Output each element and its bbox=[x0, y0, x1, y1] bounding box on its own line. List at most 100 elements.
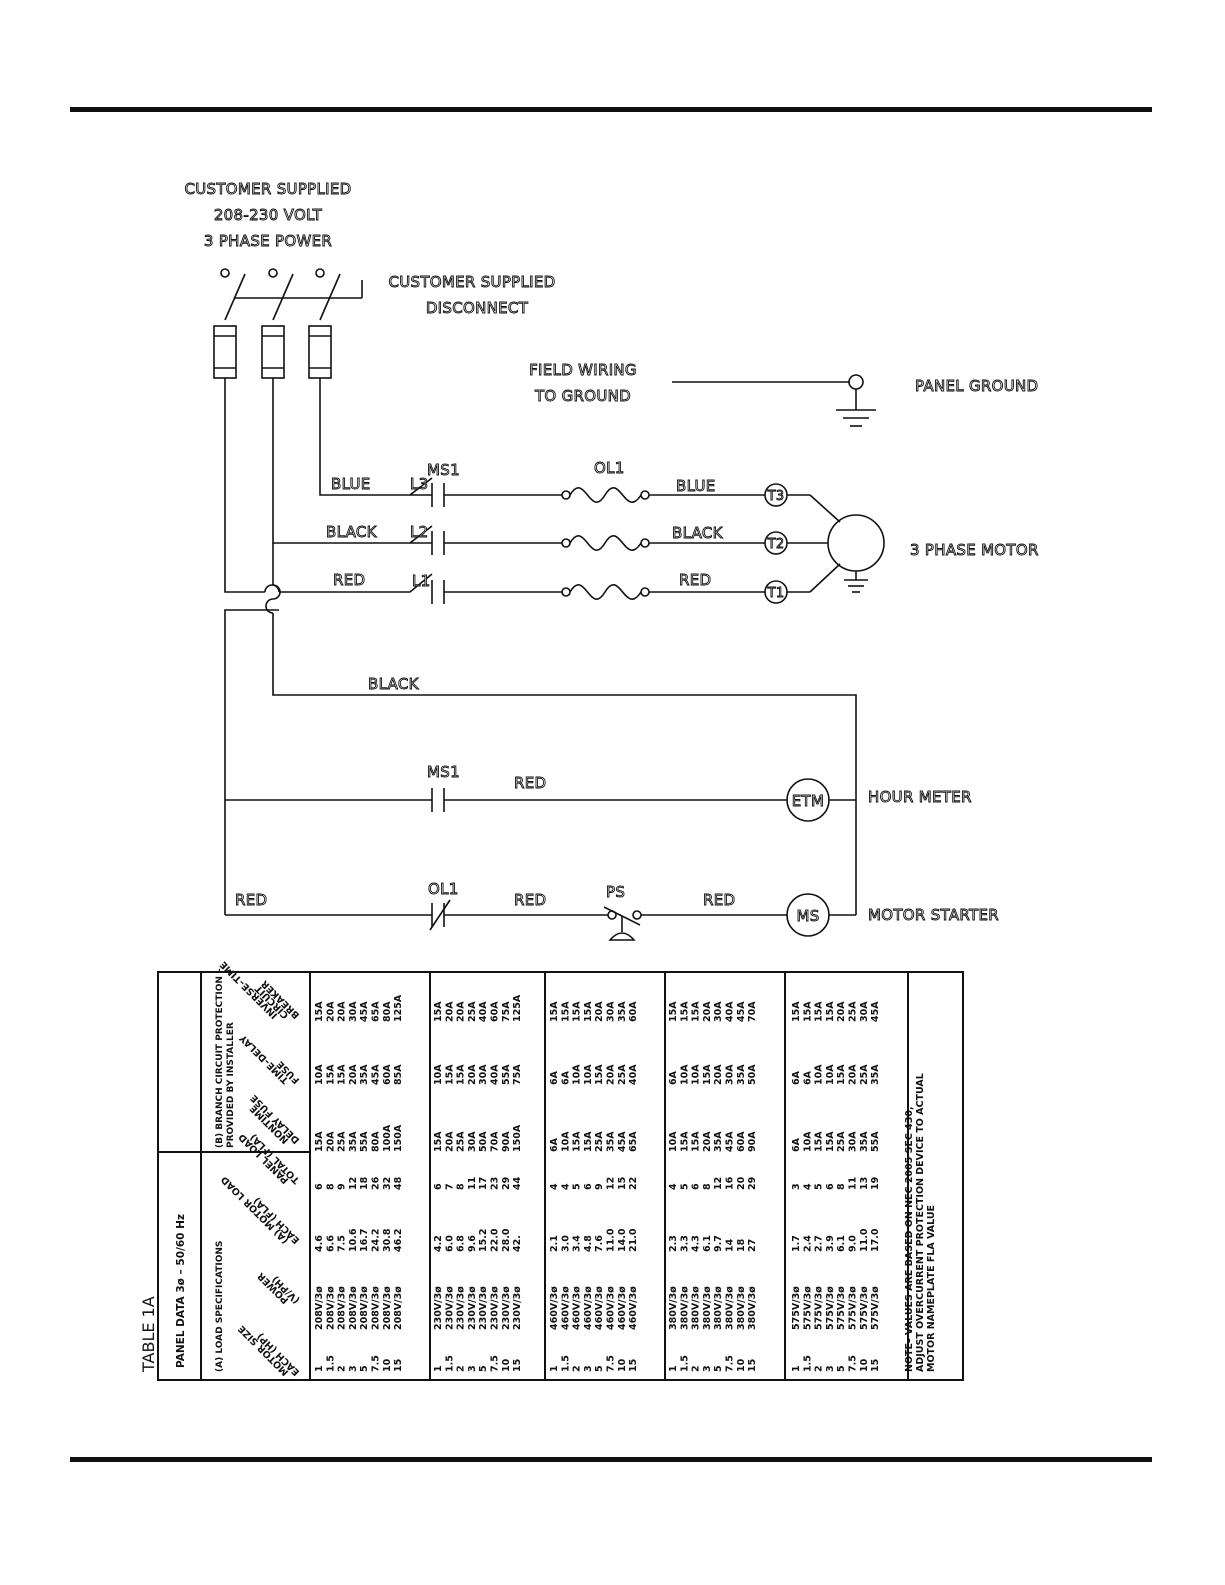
table-cell-timedelay: 10A bbox=[583, 1064, 594, 1085]
disconnect-switch bbox=[220, 268, 363, 321]
table-cell-timedelay: 10A bbox=[691, 1064, 702, 1085]
table-cell-panel_fla: 12 bbox=[606, 1177, 617, 1190]
table-cell-hp: 1 bbox=[433, 1365, 444, 1372]
disconnect-label-2: DISCONNECT bbox=[426, 299, 529, 317]
table-cell-power: 380V/3ø bbox=[725, 1286, 736, 1330]
table-cell-breaker: 75A bbox=[501, 1001, 512, 1022]
table-cell-power: 460V/3ø bbox=[572, 1286, 583, 1330]
wire-red-in: RED bbox=[333, 571, 365, 589]
wire-red-etm: RED bbox=[514, 774, 546, 792]
table-cell-motor_fla: 14 bbox=[725, 1238, 736, 1252]
table-cell-timedelay: 60A bbox=[382, 1064, 393, 1085]
table-cell-timedelay: 15A bbox=[594, 1064, 605, 1085]
table-cell-hp: 7.5 bbox=[725, 1355, 736, 1372]
panel-ground-label: PANEL GROUND bbox=[915, 377, 1038, 395]
table-cell-hp: 1.5 bbox=[444, 1355, 455, 1372]
table-cell-breaker: 15A bbox=[560, 1001, 571, 1022]
table-cell-panel_fla: 5 bbox=[814, 1183, 825, 1190]
table-cell-motor_fla: 7.5 bbox=[337, 1235, 348, 1252]
table-cell-hp: 2 bbox=[572, 1365, 583, 1372]
table-cell-nontime: 35A bbox=[606, 1131, 617, 1152]
table-cell-motor_fla: 7.6 bbox=[594, 1235, 605, 1252]
table-cell-hp: 1 bbox=[791, 1365, 802, 1372]
table-cell-nontime: 10A bbox=[668, 1131, 679, 1152]
customer-power-label-3: 3 PHASE POWER bbox=[204, 232, 332, 250]
table-cell-hp: 3 bbox=[467, 1365, 478, 1372]
wire-red-left: RED bbox=[235, 891, 267, 909]
table-cell-panel_fla: 5 bbox=[572, 1183, 583, 1190]
table-cell-timedelay: 35A bbox=[870, 1064, 881, 1085]
table-cell-panel_fla: 6 bbox=[825, 1183, 836, 1190]
table-cell-panel_fla: 19 bbox=[870, 1177, 881, 1190]
table-cell-motor_fla: 3.0 bbox=[560, 1235, 571, 1252]
table-cell-nontime: 25A bbox=[594, 1131, 605, 1152]
table-cell-hp: 5 bbox=[713, 1365, 724, 1372]
table-cell-timedelay: 35A bbox=[359, 1064, 370, 1085]
table-cell-breaker: 70A bbox=[747, 1001, 758, 1022]
table-cell-panel_fla: 6 bbox=[691, 1183, 702, 1190]
table-cell-nontime: 15A bbox=[691, 1131, 702, 1152]
table-cell-power: 575V/3ø bbox=[870, 1286, 881, 1330]
table-cell-breaker: 45A bbox=[736, 1001, 747, 1022]
table-cell-power: 460V/3ø bbox=[549, 1286, 560, 1330]
table-cell-timedelay: 15A bbox=[456, 1064, 467, 1085]
table-cell-hp: 7.5 bbox=[606, 1355, 617, 1372]
table-cell-nontime: 55A bbox=[359, 1131, 370, 1152]
table-cell-panel_fla: 20 bbox=[736, 1176, 747, 1190]
wire-red-right: RED bbox=[703, 891, 735, 909]
table-cell-power: 230V/3ø bbox=[512, 1286, 523, 1330]
customer-power-label-2: 208-230 VOLT bbox=[214, 206, 323, 224]
table-cell-hp: 5 bbox=[478, 1365, 489, 1372]
table-cell-timedelay: 75A bbox=[512, 1064, 523, 1085]
ps-label: PS bbox=[606, 883, 625, 901]
table-cell-timedelay: 10A bbox=[814, 1064, 825, 1085]
table-cell-nontime: 15A bbox=[679, 1131, 690, 1152]
table-cell-timedelay: 6A bbox=[791, 1070, 802, 1085]
table-cell-hp: 2 bbox=[337, 1365, 348, 1372]
table-cell-power: 380V/3ø bbox=[702, 1286, 713, 1330]
table-cell-timedelay: 10A bbox=[433, 1064, 444, 1085]
table-cell-breaker: 80A bbox=[382, 1001, 393, 1022]
table-cell-breaker: 45A bbox=[359, 1001, 370, 1022]
table-cell-timedelay: 50A bbox=[747, 1064, 758, 1085]
table-cell-breaker: 20A bbox=[337, 1001, 348, 1022]
table-cell-motor_fla: 2.7 bbox=[814, 1235, 825, 1252]
table-cell-motor_fla: 18 bbox=[736, 1238, 747, 1252]
table-cell-panel_fla: 6 bbox=[433, 1183, 444, 1190]
table-cell-nontime: 15A bbox=[814, 1131, 825, 1152]
table-cell-power: 230V/3ø bbox=[456, 1286, 467, 1330]
l3-label: L3 bbox=[410, 475, 429, 493]
table-cell-power: 208V/3ø bbox=[314, 1286, 325, 1330]
table-cell-motor_fla: 17.0 bbox=[870, 1228, 881, 1252]
table-cell-timedelay: 20A bbox=[848, 1064, 859, 1085]
table-cell-breaker: 15A bbox=[802, 1001, 813, 1022]
table-cell-panel_fla: 7 bbox=[444, 1183, 455, 1190]
table-cell-nontime: 15A bbox=[314, 1131, 325, 1152]
wiring-diagram: CUSTOMER SUPPLIED 208-230 VOLT 3 PHASE P… bbox=[184, 180, 1039, 941]
table-cell-power: 575V/3ø bbox=[802, 1286, 813, 1330]
table-cell-hp: 15 bbox=[747, 1359, 758, 1372]
table-cell-nontime: 6A bbox=[791, 1137, 802, 1152]
table-cell-hp: 15 bbox=[628, 1359, 639, 1372]
col-header: (A) MOTOR LOAD bbox=[219, 1174, 291, 1246]
table-cell-panel_fla: 5 bbox=[679, 1183, 690, 1190]
table-note: NOTE– VALUES ARE BASED ON NEC 2005 SEC 4… bbox=[904, 1106, 915, 1372]
table-cell-panel_fla: 44 bbox=[512, 1176, 523, 1190]
table-cell-power: 208V/3ø bbox=[393, 1286, 404, 1330]
wire-red-out: RED bbox=[679, 571, 711, 589]
panel-ground-symbol bbox=[672, 374, 876, 427]
table-cell-power: 380V/3ø bbox=[691, 1286, 702, 1330]
table-cell-panel_fla: 4 bbox=[802, 1183, 813, 1190]
table-cell-motor_fla: 30.8 bbox=[382, 1228, 393, 1252]
table-cell-motor_fla: 15.2 bbox=[478, 1229, 489, 1252]
table-cell-breaker: 25A bbox=[467, 1001, 478, 1022]
table-cell-breaker: 15A bbox=[572, 1001, 583, 1022]
table-cell-nontime: 15A bbox=[583, 1131, 594, 1152]
table-cell-nontime: 70A bbox=[490, 1131, 501, 1152]
table-cell-panel_fla: 8 bbox=[836, 1183, 847, 1190]
table-cell-motor_fla: 3.3 bbox=[679, 1235, 690, 1252]
table-cell-nontime: 15A bbox=[825, 1131, 836, 1152]
table-cell-power: 575V/3ø bbox=[859, 1286, 870, 1330]
disconnect-label-1: CUSTOMER SUPPLIED bbox=[388, 273, 555, 291]
